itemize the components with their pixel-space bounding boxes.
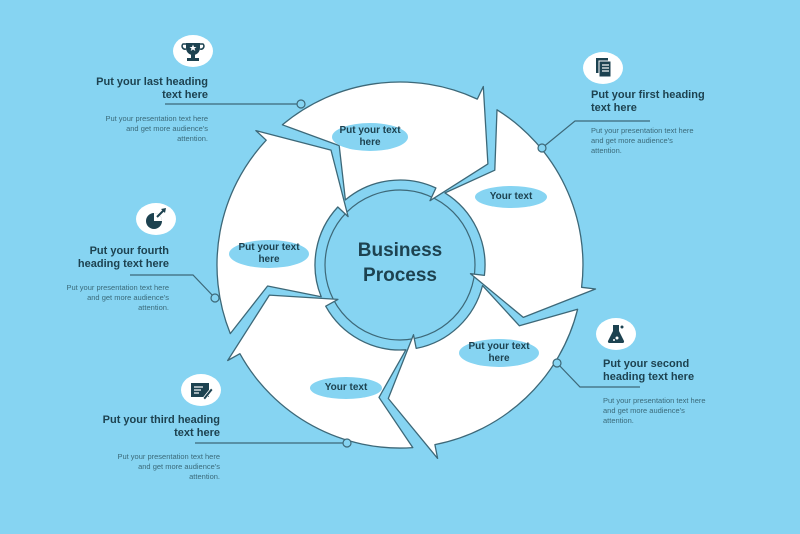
desc-line: and get more audience's [603,406,685,415]
label-pill-bottom-left [310,377,382,399]
trophy-icon [173,35,213,67]
second-description: Put your presentation text here and get … [603,396,753,426]
desc-line: attention. [177,134,208,143]
last-description: Put your presentation text here and get … [58,114,208,144]
heading-line: Put your first heading [591,89,705,101]
third-description: Put your presentation text here and get … [70,452,220,482]
desc-line: Put your presentation text here [117,452,220,461]
desc-line: attention. [138,303,169,312]
flask-icon [596,318,636,350]
arrow-segment-right [444,109,597,319]
fourth-heading: Put your fourth heading text here [19,245,169,271]
leader-line-fourth [130,274,216,299]
segment-label-line: Your text [489,191,533,202]
connector-dot [210,293,220,303]
segment-label-right: Your text [476,191,546,203]
heading-line: heading text here [603,371,695,383]
segment-label-line: Put your text [339,125,401,136]
document-icon [583,52,623,84]
heading-line: Put your last heading [96,76,208,88]
desc-line: and get more audience's [138,462,220,471]
segment-label-top: Put your text here [330,125,410,149]
arrow-segment-bottom-right [387,284,579,460]
leader-line-second [556,362,640,388]
desc-line: and get more audience's [126,124,208,133]
segment-label-line: Your text [324,382,368,393]
connector-dot [342,438,352,448]
segment-label-line: here [258,254,280,265]
first-description: Put your presentation text here and get … [591,126,741,156]
label-pill-top [332,123,408,151]
desc-line: attention. [591,146,622,155]
center-title-line1: Business [357,240,443,261]
desc-line: and get more audience's [591,136,673,145]
heading-line: text here [162,89,208,101]
heading-line: Put your fourth [89,245,169,257]
segment-label-line: here [359,137,381,148]
desc-line: Put your presentation text here [591,126,694,135]
label-pill-bottom-right [459,339,539,367]
segment-label-bottom-left: Your text [310,382,382,394]
edit-note-icon [181,374,221,406]
label-pill-left [229,240,309,268]
desc-line: and get more audience's [87,293,169,302]
connector-dot [537,143,547,153]
connector-dot [552,358,562,368]
pie-chart-icon [136,203,176,235]
desc-line: Put your presentation text here [603,396,706,405]
segment-label-line: here [488,353,510,364]
segment-label-line: Put your text [468,341,530,352]
heading-line: text here [591,102,637,114]
heading-line: Put your second [603,358,690,370]
desc-line: Put your presentation text here [66,283,169,292]
segment-label-line: Put your text [238,242,300,253]
last-heading: Put your last heading text here [58,76,208,102]
connector-dot [296,99,306,109]
heading-line: text here [174,427,220,439]
leader-line-first [541,120,650,149]
arrow-segment-left [216,129,349,335]
fourth-description: Put your presentation text here and get … [19,283,169,313]
segment-label-bottom-right: Put your text here [458,341,540,365]
heading-line: heading text here [77,258,169,270]
desc-line: attention. [603,416,634,425]
first-heading: Put your first heading text here [591,89,741,115]
heading-line: Put your third heading [102,414,220,426]
segment-label-left: Put your text here [228,242,310,266]
center-hub [324,189,476,341]
center-title: Business Process [335,238,465,288]
third-heading: Put your third heading text here [70,414,220,440]
center-title-line2: Process [363,265,437,286]
label-pill-right [475,186,547,208]
second-heading: Put your second heading text here [603,358,753,384]
desc-line: attention. [189,472,220,481]
desc-line: Put your presentation text here [105,114,208,123]
